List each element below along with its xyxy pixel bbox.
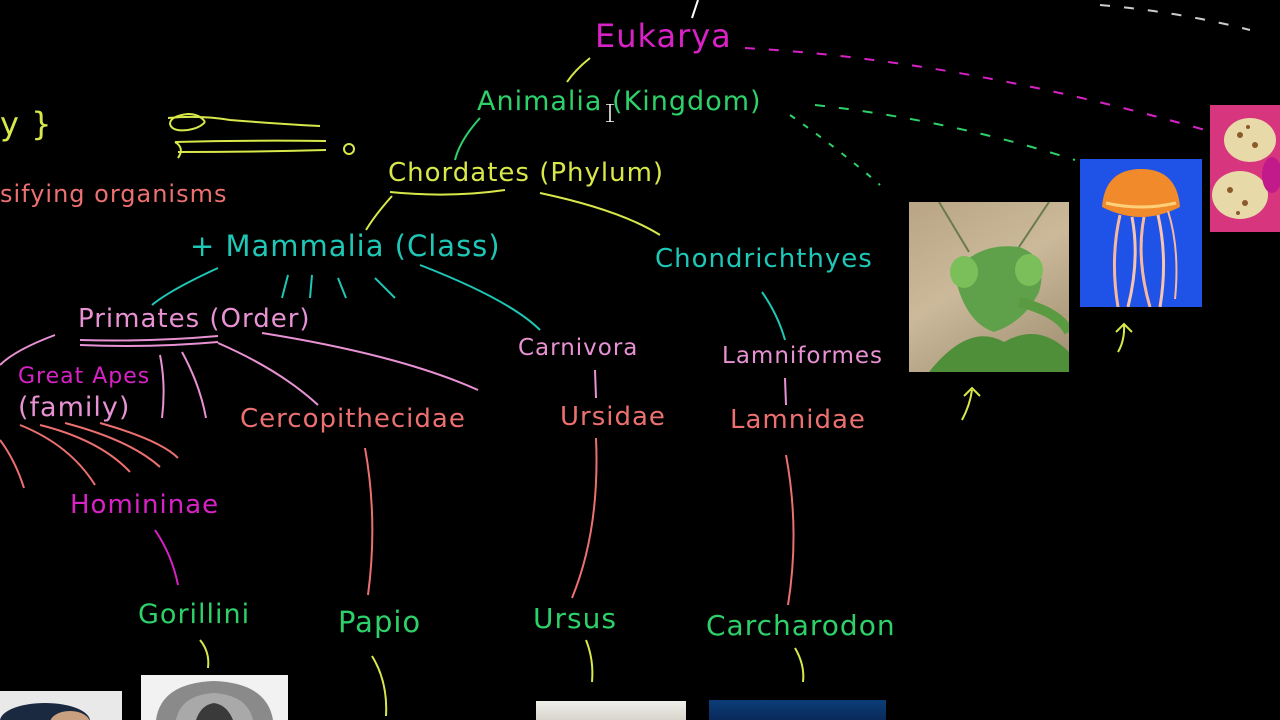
line-chondrichthyes-lamniformes (761, 291, 786, 341)
dash-animalia-mantis (789, 114, 881, 186)
line-chordates-chondrichthyes (539, 192, 661, 236)
line-primates-down-2 (181, 351, 207, 419)
mammalia-tick-3 (337, 277, 347, 299)
label-great-apes: Great Apes (18, 364, 151, 389)
label-ursidae: Ursidae (560, 402, 666, 432)
label-bracket-fragment: y } (0, 105, 53, 143)
label-classifying: sifying organisms (0, 180, 228, 208)
label-ursus: Ursus (533, 602, 617, 635)
line-ursidae-ursus (571, 437, 598, 599)
line-primates-far (261, 332, 479, 391)
dash-animalia-jelly (814, 104, 1076, 161)
label-carnivora: Carnivora (518, 335, 639, 361)
label-animalia: Animalia (Kingdom) (477, 86, 762, 117)
mantis-illustration (929, 202, 1069, 372)
family-fan-1 (0, 439, 25, 489)
label-chordates: Chordates (Phylum) (388, 158, 665, 188)
person-illustration (0, 703, 90, 720)
label-papio: Papio (338, 605, 422, 639)
line-chordates-mammalia (365, 195, 393, 231)
jellyfish-photo (1080, 159, 1202, 307)
label-gorillini: Gorillini (138, 599, 251, 630)
arrow-mantis (961, 386, 981, 421)
label-carcharodon: Carcharodon (706, 609, 896, 642)
jellyfish-illustration (1102, 169, 1180, 307)
mammalia-tick-1 (281, 274, 289, 299)
line-gorillini-photo (199, 639, 210, 669)
line-animalia-chordates (454, 117, 481, 161)
doodle-circle (343, 143, 355, 155)
underline-primates-2 (79, 341, 219, 347)
underline-chordates (389, 189, 506, 196)
line-primates-left (0, 334, 56, 366)
gorilla-illustration (156, 681, 273, 720)
line-lamnidae-carcharodon (785, 454, 795, 606)
line-primates-cercopithecidae (217, 342, 319, 406)
orchid-illustration (1212, 118, 1280, 219)
label-primates: Primates (Order) (78, 304, 311, 334)
family-fan-5 (99, 422, 179, 459)
line-carnivora-ursidae (594, 369, 597, 399)
family-fan-3 (39, 424, 131, 473)
dash-top-right (1099, 4, 1251, 31)
label-chondrichthyes: Chondrichthyes (655, 244, 873, 274)
label-lamnidae: Lamnidae (730, 405, 866, 435)
praying-mantis-photo (909, 202, 1069, 372)
family-fan-4 (64, 422, 161, 468)
top-tick (691, 0, 699, 19)
label-mammalia: + Mammalia (Class) (190, 229, 501, 263)
family-fan-2 (19, 424, 96, 486)
line-cercopithecidae-papio (364, 447, 374, 596)
line-papio-photo (371, 655, 388, 717)
line-lamniformes-lamnidae (784, 377, 787, 406)
underline-primates-1 (79, 335, 219, 342)
doodle-loop (168, 112, 206, 132)
bear-photo (536, 701, 686, 720)
arrow-jellyfish (1115, 322, 1133, 353)
label-family-tag: (family) (18, 392, 131, 423)
person-photo (0, 691, 122, 720)
line-eukarya-animalia (566, 57, 591, 83)
line-mammalia-primates (151, 267, 219, 306)
label-lamniformes: Lamniformes (722, 343, 884, 369)
line-mammalia-carnivora (419, 264, 541, 331)
line-primates-down-1 (159, 354, 165, 419)
doodle-line-3 (177, 149, 327, 153)
mammalia-tick-4 (374, 277, 396, 299)
orchid-photo (1210, 105, 1280, 232)
line-carcharodon-photo (794, 647, 805, 683)
mammalia-tick-2 (309, 274, 313, 299)
label-cercopithecidae: Cercopithecidae (240, 404, 466, 434)
label-eukarya: Eukarya (595, 17, 732, 55)
line-homininae-gorillini (154, 529, 179, 586)
label-homininae: Homininae (70, 490, 220, 520)
doodle-line-1 (167, 115, 321, 127)
doodle-hook (174, 141, 182, 159)
line-ursus-photo (585, 639, 594, 683)
gorilla-photo (141, 675, 288, 720)
doodle-line-2 (174, 139, 327, 143)
shark-photo (709, 700, 886, 720)
cursor-icon (606, 104, 614, 122)
dash-eukarya-orchid (744, 47, 1206, 131)
